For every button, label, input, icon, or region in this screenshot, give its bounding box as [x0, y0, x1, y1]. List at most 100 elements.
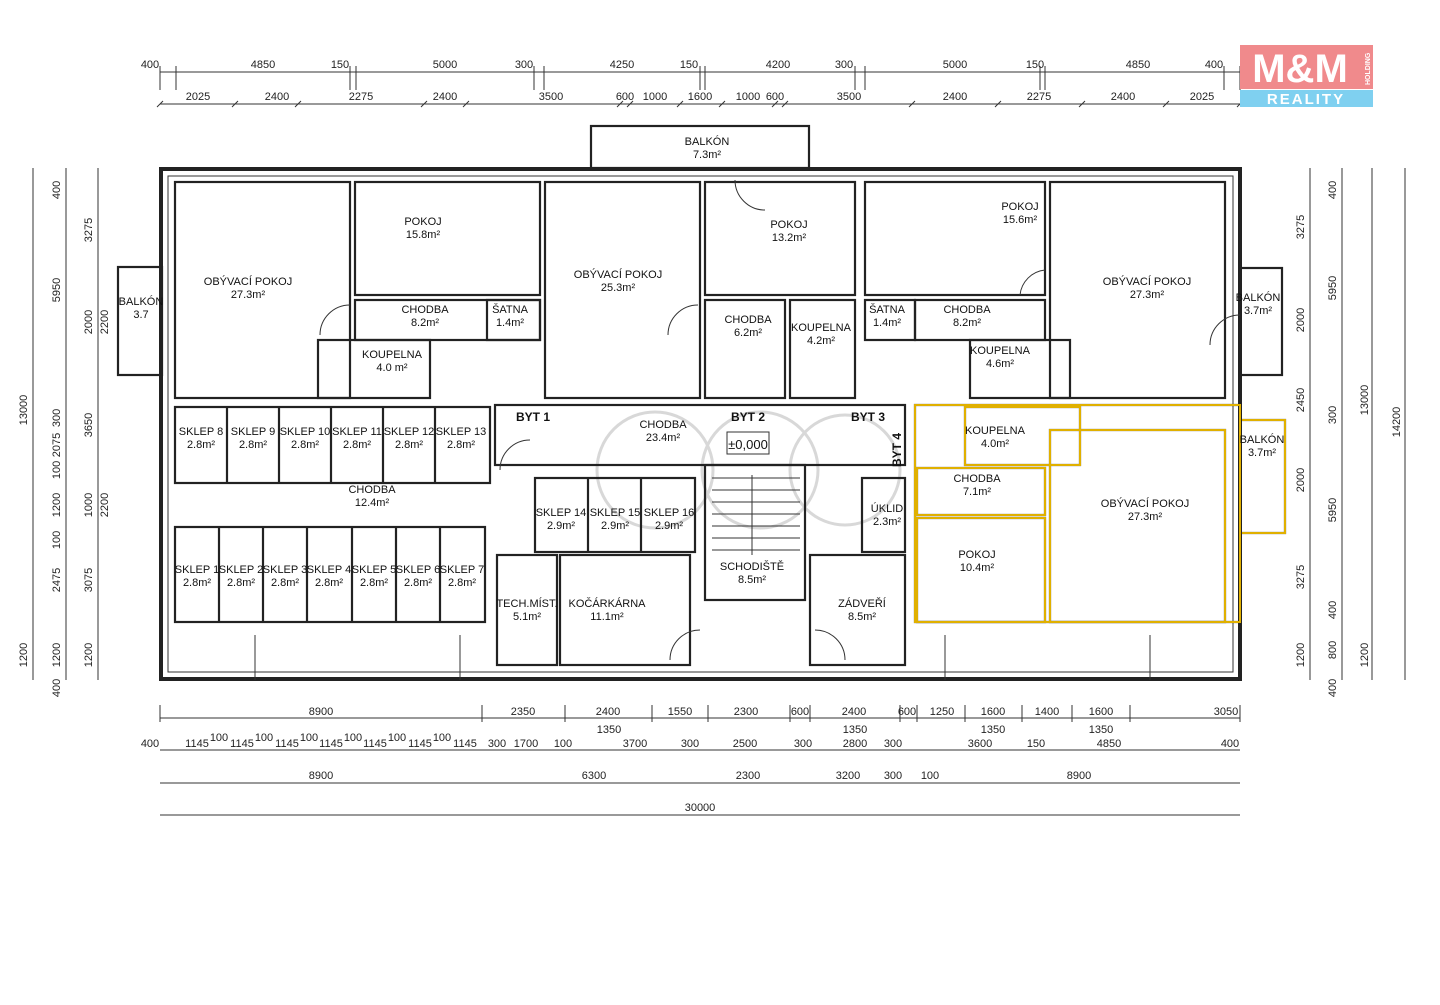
room-name: KOUPELNA	[965, 425, 1026, 437]
dimension-value: 1600	[688, 91, 712, 103]
level-marker-box	[726, 431, 770, 455]
dimension-value: 2800	[843, 738, 867, 750]
room-name: CHODBA	[401, 304, 449, 316]
room-area: 3.7m²	[1244, 305, 1272, 317]
room-name: SKLEP 9	[231, 426, 275, 438]
dimension-value: 2300	[734, 706, 758, 718]
dimension-value: 2400	[943, 91, 967, 103]
dimension-value: 2450	[1295, 388, 1307, 412]
dimension-value: 4200	[766, 59, 790, 71]
dimension-value: 3275	[1295, 565, 1307, 589]
dimension-line	[626, 100, 634, 108]
dimension-value: 1145	[230, 738, 254, 750]
dimension-value: 100	[554, 738, 572, 750]
room-name: CHODBA	[348, 484, 396, 496]
dimension-value: 100	[51, 461, 63, 479]
dimension-value: 2200	[99, 310, 111, 334]
dimension-value: 1145	[185, 738, 209, 750]
room-area: 4.2m²	[807, 335, 835, 347]
logo-side: HOLDING	[1365, 52, 1372, 85]
logo-pink-block	[1240, 45, 1373, 89]
dimension-value: 3275	[1295, 215, 1307, 239]
dimension-value: 600	[766, 91, 784, 103]
dimension-value: 400	[1205, 59, 1223, 71]
dimension-value: 1350	[1089, 724, 1113, 736]
dimension-line	[616, 100, 624, 108]
room-area: 2.9m²	[547, 520, 575, 532]
dimension-value: 400	[141, 738, 159, 750]
dimension-value: 100	[51, 531, 63, 549]
room-area: 2.8m²	[271, 577, 299, 589]
dimension-value: 1200	[51, 493, 63, 517]
dimension-line	[781, 100, 789, 108]
dimension-value: 5000	[433, 59, 457, 71]
room-name: CHODBA	[724, 314, 772, 326]
room-area: 2.8m²	[395, 439, 423, 451]
dimension-value: 300	[794, 738, 812, 750]
dimension-value: 600	[898, 706, 916, 718]
room-area: 2.8m²	[447, 439, 475, 451]
dimension-value: 300	[51, 409, 63, 427]
room-area: 2.8m²	[187, 439, 215, 451]
dimension-value: 4850	[251, 59, 275, 71]
room-name: ÚKLID	[871, 502, 903, 515]
dimension-line	[718, 100, 726, 108]
room-name: ZÁDVEŘÍ	[838, 597, 887, 610]
balcony-right	[1238, 266, 1284, 377]
dimension-value: 1145	[453, 738, 477, 750]
dimension-value: 2025	[1190, 91, 1214, 103]
room-name: KOČÁRKÁRNA	[568, 597, 646, 610]
room-area: 2.8m²	[360, 577, 388, 589]
room-name: OBÝVACÍ POKOJ	[574, 268, 662, 281]
dimension-value: 100	[344, 732, 362, 744]
dimension-value: 2300	[736, 770, 760, 782]
dimension-value: 5000	[943, 59, 967, 71]
dimension-value: 2400	[265, 91, 289, 103]
dimension-value: 300	[1327, 406, 1339, 424]
dimension-line	[1078, 100, 1086, 108]
dimension-value: 600	[616, 91, 634, 103]
dimension-value: 4850	[1126, 59, 1150, 71]
dimension-value: 1200	[1359, 643, 1371, 667]
room-area: 2.8m²	[315, 577, 343, 589]
dimension-value: 1250	[930, 706, 954, 718]
dimension-value: 2025	[186, 91, 210, 103]
room-name: TECH.MÍST.	[496, 597, 557, 610]
logo-main: M&M	[1252, 47, 1348, 91]
label-byt-3: BYT 3	[851, 410, 885, 424]
dimension-value: 2400	[842, 706, 866, 718]
room-name: SKLEP 13	[436, 426, 487, 438]
dimension-value: 1200	[51, 643, 63, 667]
label-byt-2: BYT 2	[731, 410, 765, 424]
level-marker: ±0,000	[728, 437, 768, 452]
room-area: 27.3m²	[1128, 511, 1163, 523]
room-area: 2.8m²	[183, 577, 211, 589]
dimension-value: 2400	[433, 91, 457, 103]
balcony-left	[116, 265, 164, 377]
dimension-value: 300	[835, 59, 853, 71]
dimension-value: 2400	[596, 706, 620, 718]
room-area: 2.8m²	[448, 577, 476, 589]
dimension-value: 400	[141, 59, 159, 71]
room-area: 12.4m²	[355, 497, 390, 509]
room-name: SKLEP 16	[644, 507, 695, 519]
room-name: POKOJ	[770, 219, 807, 231]
room-area: 15.6m²	[1003, 214, 1038, 226]
room-labels: OBÝVACÍ POKOJ27.3m²POKOJ15.8m²CHODBA8.2m…	[119, 135, 1285, 623]
room-area: 2.8m²	[239, 439, 267, 451]
dimension-value: 300	[681, 738, 699, 750]
room-name: SKLEP 1	[175, 564, 219, 576]
dimension-line	[231, 100, 239, 108]
room-name: POKOJ	[1001, 201, 1038, 213]
dimension-value: 5950	[1327, 276, 1339, 300]
room-name: SKLEP 7	[440, 564, 484, 576]
dimension-value: 2400	[1111, 91, 1135, 103]
dimension-value: 150	[1026, 59, 1044, 71]
room-name: SKLEP 3	[263, 564, 307, 576]
room-area: 3.7	[133, 309, 148, 321]
room-area: 1.4m²	[873, 317, 901, 329]
dimension-value: 100	[255, 732, 273, 744]
dimension-value: 600	[791, 706, 809, 718]
dimension-value: 1200	[83, 643, 95, 667]
mm-reality-logo: M&M HOLDING REALITY	[1240, 45, 1373, 108]
